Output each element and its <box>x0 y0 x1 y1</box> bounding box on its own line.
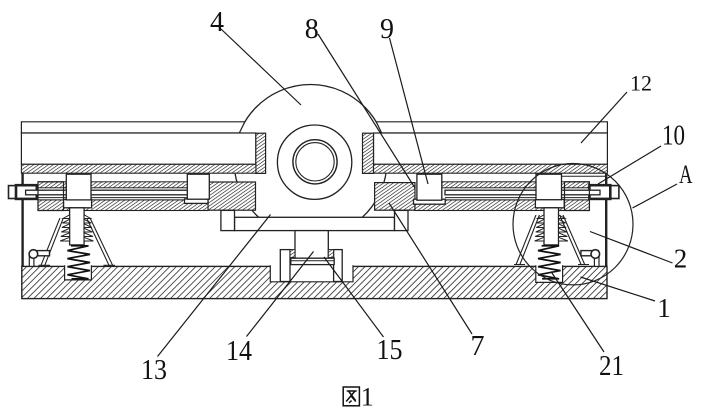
svg-text:8: 8 <box>305 14 319 45</box>
svg-text:2: 2 <box>674 244 688 274</box>
svg-text:A: A <box>679 160 693 189</box>
svg-text:1: 1 <box>657 293 671 323</box>
svg-text:1: 1 <box>361 383 374 412</box>
svg-text:13: 13 <box>141 355 167 386</box>
svg-text:9: 9 <box>380 14 394 45</box>
svg-text:7: 7 <box>471 331 485 362</box>
svg-text:15: 15 <box>377 335 403 366</box>
svg-text:21: 21 <box>599 351 624 382</box>
svg-text:4: 4 <box>210 7 224 38</box>
svg-text:14: 14 <box>226 336 252 367</box>
svg-text:12: 12 <box>630 71 652 96</box>
svg-text:10: 10 <box>662 121 685 152</box>
